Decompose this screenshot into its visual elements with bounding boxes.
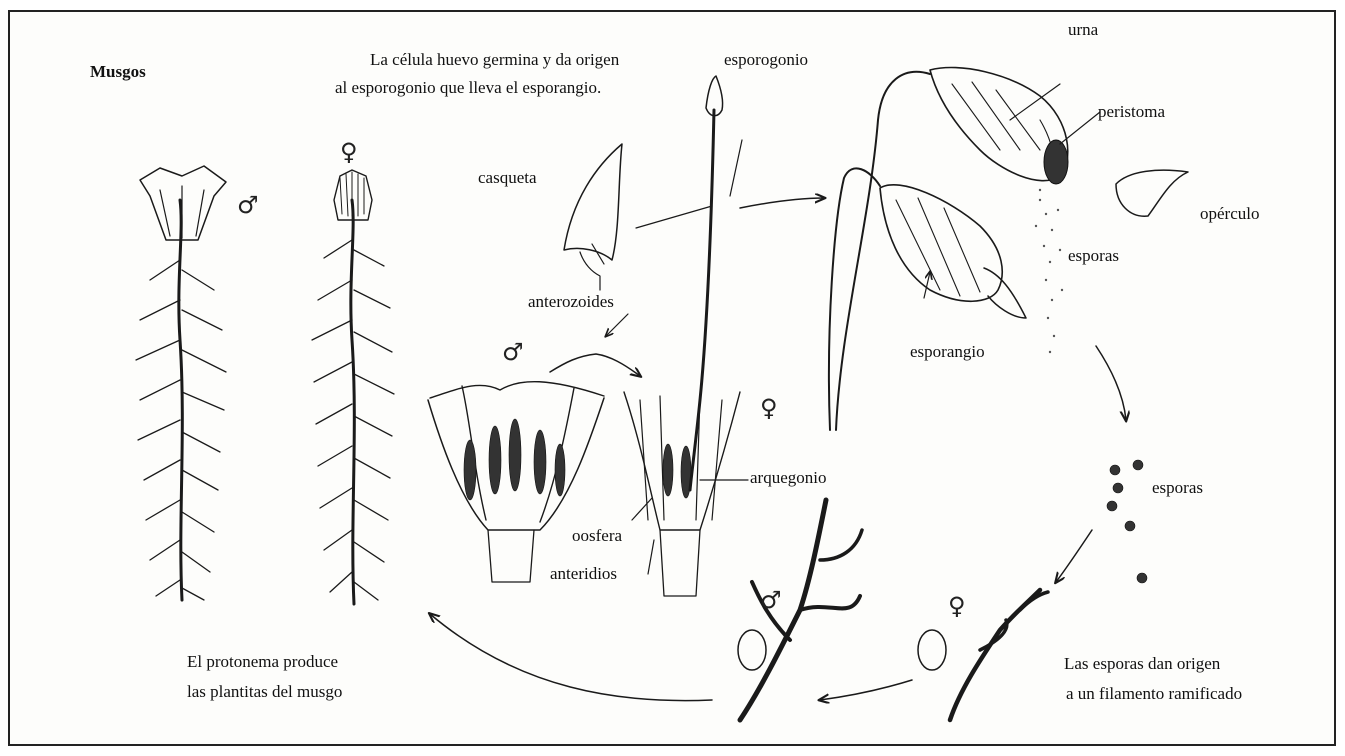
female-moss-plant: [312, 170, 394, 604]
label-peristoma: peristoma: [1098, 102, 1165, 122]
antheridia-cluster: [428, 382, 604, 582]
label-esporogonio: esporogonio: [724, 50, 808, 70]
label-arquegonio: arquegonio: [750, 468, 826, 488]
label-anteridios: anteridios: [550, 564, 617, 584]
filamento-caption-line1: Las esporas dan origen: [1064, 654, 1220, 674]
male-symbol-antheridia: ♂: [502, 340, 524, 364]
calyptra: [564, 144, 712, 290]
protonema-male: [738, 500, 862, 720]
label-oosfera: oosfera: [572, 526, 622, 546]
male-symbol-plant: ♂: [237, 193, 259, 217]
label-esporas-capsule: esporas: [1068, 246, 1119, 266]
filamento-caption-line2: a un filamento ramificado: [1066, 684, 1242, 704]
protonema-female: [918, 590, 1048, 720]
female-symbol-archegonia: ♀: [760, 396, 778, 420]
label-esporangio: esporangio: [910, 342, 985, 362]
germina-caption-line1: La célula huevo germina y da origen: [370, 50, 619, 70]
male-symbol-protonema: ♂: [760, 588, 782, 612]
female-symbol-protonema: ♀: [948, 594, 966, 618]
spore-cloud: [1035, 189, 1063, 353]
germina-caption-line2: al esporogonio que lleva el esporangio.: [335, 78, 601, 98]
label-operculo: opérculo: [1200, 204, 1259, 224]
sporophyte-stalk: [690, 76, 742, 490]
archegonia-cluster: [624, 392, 740, 596]
label-urna: urna: [1068, 20, 1098, 40]
label-casqueta: casqueta: [478, 168, 537, 188]
diagram-title: Musgos: [90, 62, 146, 82]
label-esporas-loose: esporas: [1152, 478, 1203, 498]
label-anterozoides: anterozoides: [528, 292, 614, 312]
loose-spores: [1107, 460, 1147, 583]
female-symbol-plant: ♀: [340, 140, 358, 164]
protonema-caption-line2: las plantitas del musgo: [187, 682, 342, 702]
male-moss-plant: [136, 166, 226, 600]
protonema-caption-line1: El protonema produce: [187, 652, 338, 672]
